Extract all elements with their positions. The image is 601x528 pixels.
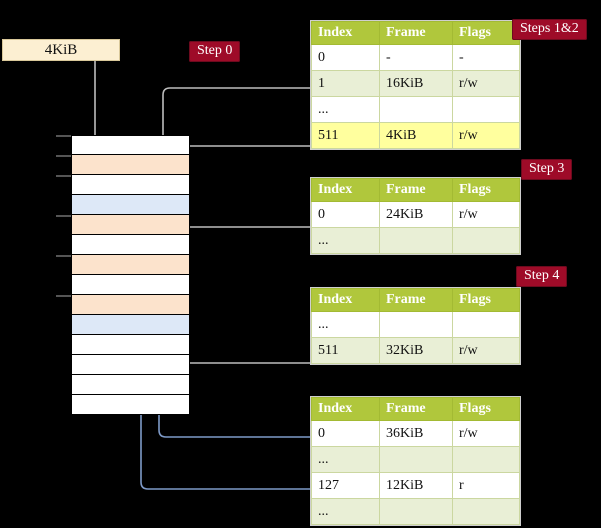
cell-frame: 16KiB xyxy=(379,70,453,97)
cell-flags xyxy=(452,446,520,473)
cell-index: ... xyxy=(311,311,380,338)
memory-frame-row xyxy=(71,255,190,275)
cell-frame xyxy=(379,498,453,525)
cell-flags: r/w xyxy=(452,122,520,149)
cell-index: 511 xyxy=(311,122,380,149)
cell-index: ... xyxy=(311,446,380,473)
cell-index: 0 xyxy=(311,201,380,228)
cell-index: 0 xyxy=(311,420,380,447)
memory-tick xyxy=(56,215,71,217)
memory-tick xyxy=(56,255,71,257)
column-header-flags: Flags xyxy=(452,288,520,312)
cell-flags: - xyxy=(452,44,520,71)
badge-step-3: Step 3 xyxy=(521,159,573,180)
table-row[interactable]: ... xyxy=(311,446,520,473)
column-header-frame: Frame xyxy=(379,397,453,421)
cell-index: ... xyxy=(311,498,380,525)
column-header-flags: Flags xyxy=(452,21,520,45)
cell-frame xyxy=(379,227,453,254)
cell-index: 1 xyxy=(311,70,380,97)
memory-frame-row xyxy=(71,135,190,155)
memory-tick xyxy=(56,175,71,177)
table-row[interactable]: ... xyxy=(311,227,520,254)
column-header-index: Index xyxy=(311,21,380,45)
virtual-address-label: 4KiB xyxy=(44,41,78,58)
cell-frame: 36KiB xyxy=(379,420,453,447)
cell-frame xyxy=(379,446,453,473)
cell-flags: r xyxy=(452,472,520,499)
table-row[interactable]: ... xyxy=(311,96,520,123)
memory-tick xyxy=(56,135,71,137)
wire-pd-entry511-up xyxy=(176,309,311,364)
cell-frame: 24KiB xyxy=(379,201,453,228)
column-header-flags: Flags xyxy=(452,397,520,421)
column-header-index: Index xyxy=(311,288,380,312)
column-header-frame: Frame xyxy=(379,288,453,312)
column-header-index: Index xyxy=(311,178,380,202)
cell-flags xyxy=(452,311,520,338)
memory-tick xyxy=(56,295,71,297)
column-header-frame: Frame xyxy=(379,178,453,202)
cell-frame xyxy=(379,311,453,338)
memory-tick xyxy=(56,155,71,157)
memory-frame-row xyxy=(71,375,190,395)
wire-pdpt-entry0-down xyxy=(176,226,311,267)
memory-frame-row xyxy=(71,175,190,195)
memory-frame-row xyxy=(71,355,190,375)
cell-flags: r/w xyxy=(452,201,520,228)
cell-flags xyxy=(452,227,520,254)
cell-flags: r/w xyxy=(452,70,520,97)
badge-step-0: Step 0 xyxy=(189,41,241,62)
cell-frame xyxy=(379,96,453,123)
cell-flags xyxy=(452,96,520,123)
memory-frame-row xyxy=(71,295,190,315)
virtual-address-box: 4KiB xyxy=(2,39,120,61)
memory-frame-row xyxy=(71,195,190,215)
cell-index: 127 xyxy=(311,472,380,499)
column-header-flags: Flags xyxy=(452,178,520,202)
cell-index: 511 xyxy=(311,337,380,364)
cell-frame: 12KiB xyxy=(379,472,453,499)
column-header-frame: Frame xyxy=(379,21,453,45)
badge-steps-1-2: Steps 1&2 xyxy=(512,19,587,40)
memory-frame-row xyxy=(71,155,190,175)
badge-step-4: Step 4 xyxy=(516,266,568,287)
memory-frame-row xyxy=(71,395,190,415)
cell-flags xyxy=(452,498,520,525)
cell-frame: - xyxy=(379,44,453,71)
cell-flags: r/w xyxy=(452,337,520,364)
cell-flags: r/w xyxy=(452,420,520,447)
memory-frame-row xyxy=(71,275,190,295)
memory-frame-row xyxy=(71,235,190,255)
cell-index: 0 xyxy=(311,44,380,71)
memory-frame-row xyxy=(71,315,190,335)
cell-frame: 4KiB xyxy=(379,122,453,149)
cell-index: ... xyxy=(311,96,380,123)
cell-index: ... xyxy=(311,227,380,254)
memory-frame-row xyxy=(71,335,190,355)
table-row[interactable]: ... xyxy=(311,311,520,338)
memory-frame-row xyxy=(71,215,190,235)
table-row[interactable]: 0-- xyxy=(311,44,520,71)
table-row[interactable]: ... xyxy=(311,498,520,525)
column-header-index: Index xyxy=(311,397,380,421)
cell-frame: 32KiB xyxy=(379,337,453,364)
